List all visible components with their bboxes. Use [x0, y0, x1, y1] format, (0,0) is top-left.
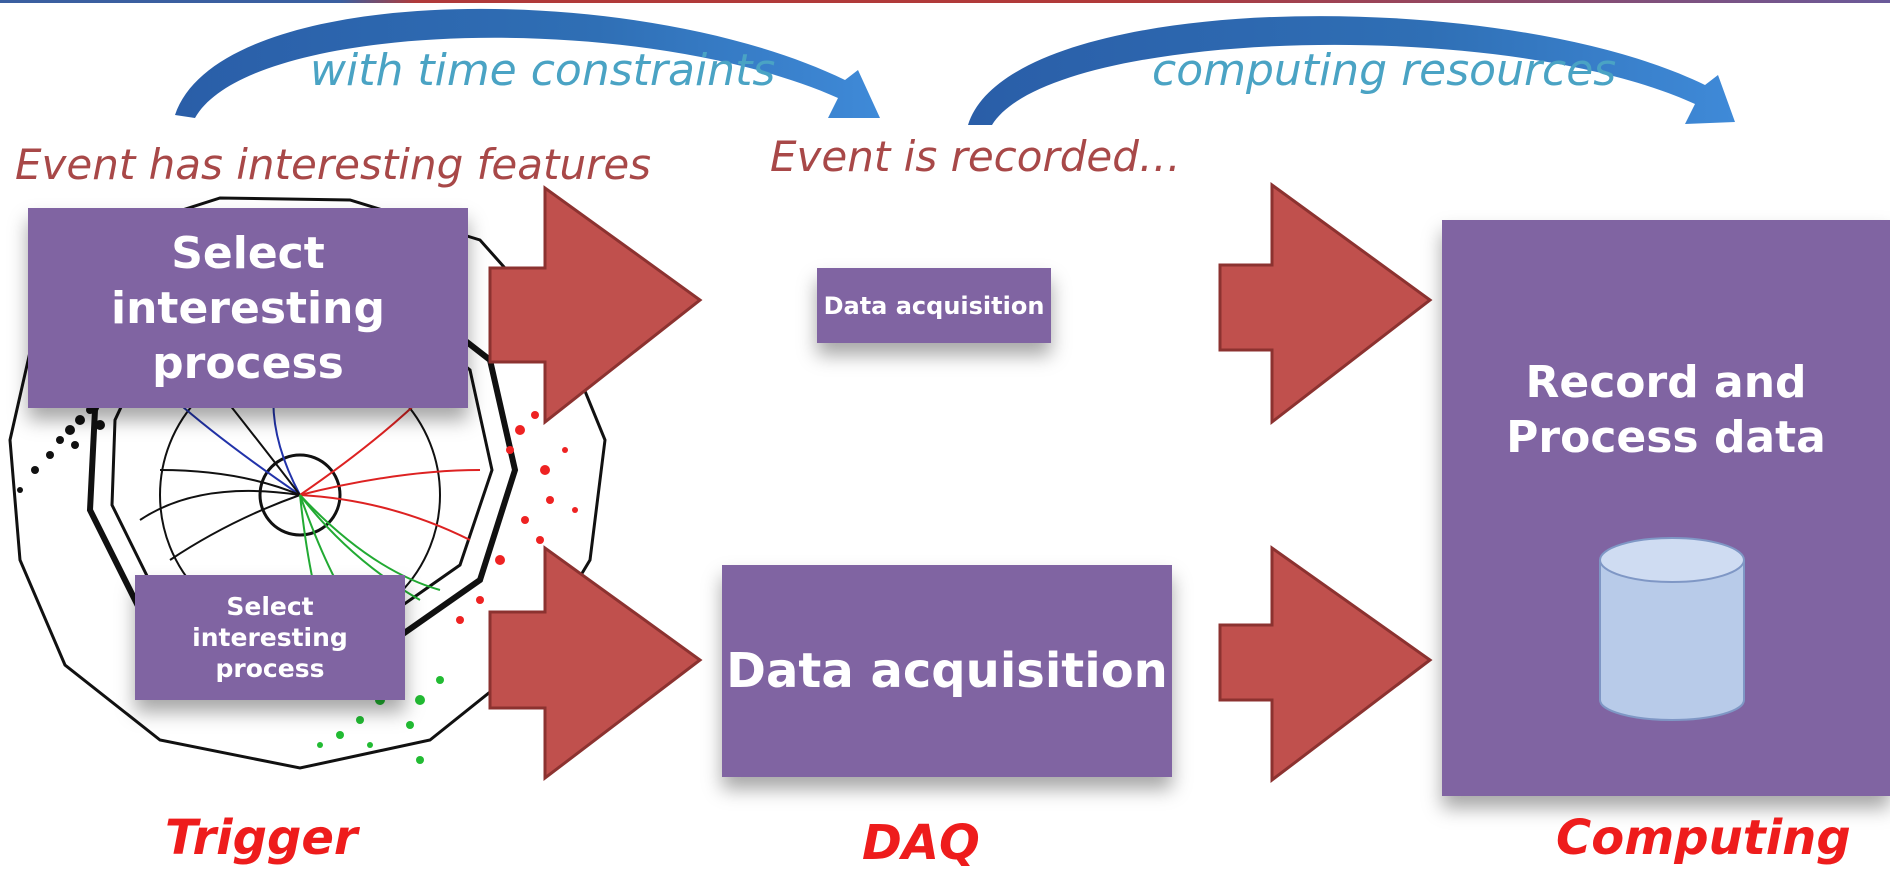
top-accent-line	[0, 0, 1890, 3]
caption-time-constraints: with time constraints	[310, 45, 776, 96]
curved-arrow-left	[175, 8, 880, 118]
select-process-label-small: Select interesting process	[192, 591, 348, 684]
flow-arrow-trigger-bottom	[488, 545, 703, 782]
event-display-image	[8, 196, 607, 770]
caption-interesting-features: Event has interesting features	[15, 140, 652, 189]
flow-arrow-daq-top	[1218, 182, 1433, 426]
daq-label-large: Data acquisition	[726, 643, 1168, 699]
flow-arrow-trigger-top	[488, 185, 703, 426]
curved-arrow-right	[968, 16, 1735, 125]
daq-label-small: Data acquisition	[823, 291, 1045, 320]
select-process-box-small: Select interesting process	[135, 575, 405, 700]
select-process-label-large: Select interesting process	[111, 227, 385, 389]
flow-arrow-daq-bottom	[1218, 545, 1433, 784]
record-process-box: Record and Process data	[1442, 220, 1890, 796]
stage-label-daq: DAQ	[862, 815, 980, 871]
record-process-label: Record and Process data	[1506, 357, 1826, 463]
daq-box-large: Data acquisition	[722, 565, 1172, 777]
stage-label-computing: Computing	[1556, 810, 1851, 866]
stage-label-trigger: Trigger	[165, 810, 358, 866]
caption-computing-resources: computing resources	[1152, 45, 1617, 96]
select-process-box-large: Select interesting process	[28, 208, 468, 408]
caption-event-recorded: Event is recorded…	[770, 132, 1181, 181]
daq-box-small: Data acquisition	[817, 268, 1051, 343]
